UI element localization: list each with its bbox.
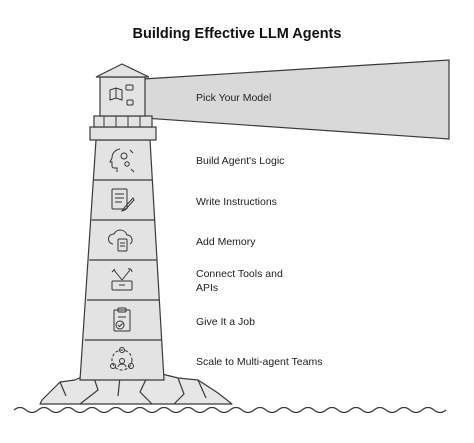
gallery-railing [93, 115, 153, 128]
step-connect-tools: Connect Tools and APIs [196, 268, 283, 294]
document-pen-icon [111, 188, 135, 212]
light-beam [142, 59, 450, 140]
toolbox-icon [111, 268, 133, 291]
step-write-instructions: Write Instructions [196, 196, 277, 208]
railing-posts [103, 116, 141, 127]
lantern-room [99, 76, 146, 117]
tower-sections [84, 179, 162, 341]
water-waves [13, 406, 447, 414]
diagram-title: Building Effective LLM Agents [132, 26, 342, 42]
step-build-logic: Build Agent's Logic [196, 155, 285, 167]
gallery-base [89, 126, 157, 141]
lantern-roof [95, 63, 150, 78]
step-pick-model: Pick Your Model [196, 92, 272, 104]
step-scale-teams: Scale to Multi-agent Teams [196, 356, 323, 368]
book-chat-icon [109, 84, 134, 106]
cloud-document-icon [107, 229, 133, 252]
clipboard-check-icon [113, 307, 131, 332]
head-gears-icon [109, 148, 135, 173]
team-network-icon [110, 347, 134, 371]
step-add-memory: Add Memory [196, 236, 256, 248]
step-give-job: Give It a Job [196, 316, 255, 328]
